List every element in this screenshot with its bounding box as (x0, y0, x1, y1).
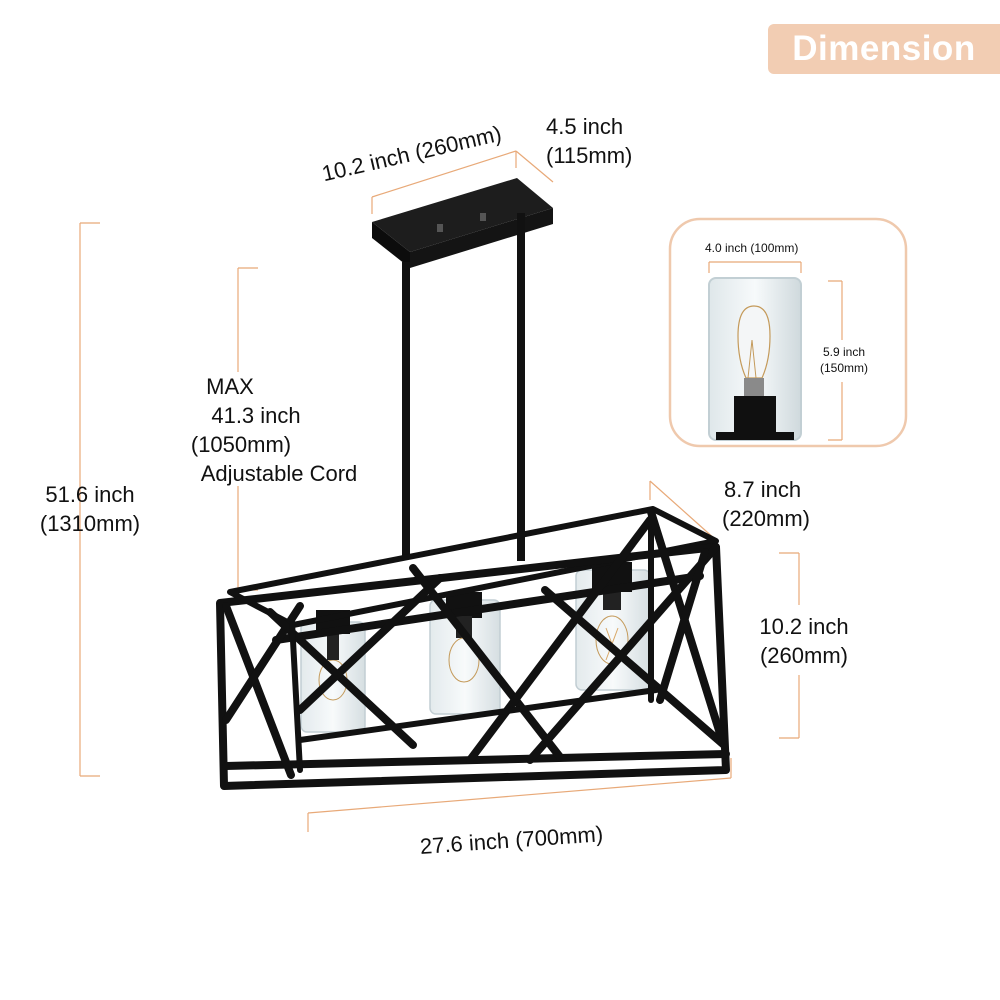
cord-length-label: MAX 41.3 inch (1050mm) Adjustable Cord (184, 372, 374, 488)
cord-note: Adjustable Cord (200, 461, 358, 486)
cord-mm: (1050mm) (190, 432, 292, 457)
frame-height-inch: 10.2 inch (759, 614, 849, 639)
cord-max: MAX (206, 374, 254, 399)
shade-height-mm: (150mm) (819, 361, 868, 375)
shade-middle (429, 592, 501, 715)
canopy-width-label: 4.5 inch (115mm) (546, 112, 632, 170)
cord-inch: 41.3 inch (211, 403, 301, 428)
shade-height-inch: 5.9 inch (822, 345, 866, 359)
frame-height-label: 10.2 inch (260mm) (744, 612, 864, 670)
frame-height-mm: (260mm) (759, 643, 848, 668)
total-height-bracket (79, 222, 100, 777)
frame-depth-mm: (220mm) (722, 506, 811, 531)
canopy-width-mm: (115mm) (546, 143, 633, 168)
frame-depth-line (649, 480, 717, 541)
frame-height-bracket (779, 552, 800, 739)
shade-height-bracket (828, 280, 843, 441)
frame-depth-label: 8.7 inch (220mm) (722, 475, 810, 533)
frame-length-line (307, 758, 732, 832)
dimension-lines (79, 150, 800, 832)
glass-shade-bulb-illustration (708, 277, 802, 441)
total-height-inch: 51.6 inch (45, 482, 135, 507)
shade-detail-inset (668, 217, 908, 448)
dimension-badge: Dimension (768, 24, 1000, 74)
chandelier-illustration (216, 178, 730, 790)
hanging-rods (402, 213, 525, 561)
total-height-label: 51.6 inch (1310mm) (24, 480, 156, 538)
shade-width-line (708, 261, 802, 273)
shade-width-label: 4.0 inch (100mm) (705, 241, 799, 255)
total-height-mm: (1310mm) (39, 511, 141, 536)
canopy (372, 178, 553, 268)
shade-height-label: 5.9 inch (150mm) (812, 344, 876, 376)
canopy-width-inch: 4.5 inch (546, 114, 624, 139)
canopy-length-line (371, 150, 517, 214)
frame (216, 506, 730, 790)
canopy-width-line (515, 150, 554, 183)
frame-depth-inch: 8.7 inch (724, 477, 802, 502)
